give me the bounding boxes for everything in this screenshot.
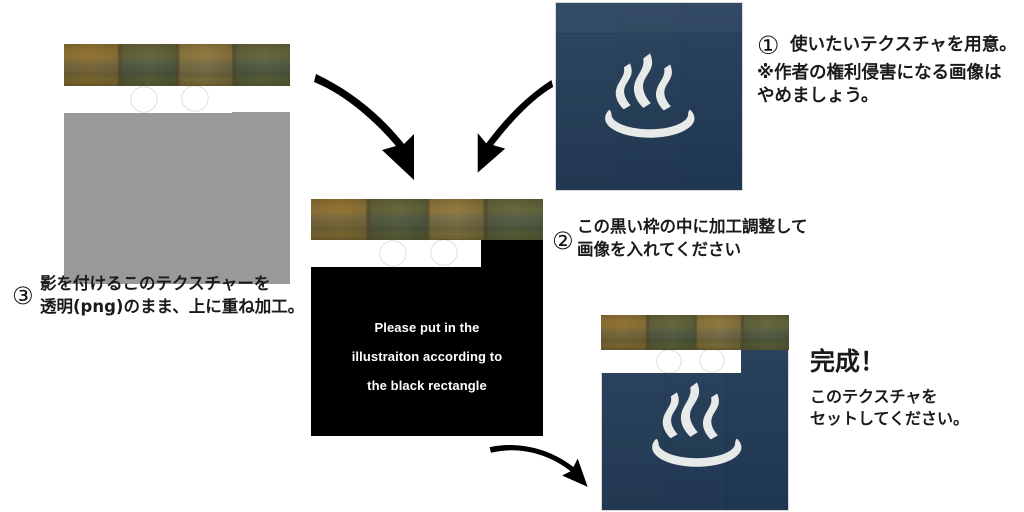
texture-bamboo-band bbox=[311, 199, 543, 240]
panel-shadow-texture bbox=[64, 44, 290, 284]
texture-bamboo-band bbox=[64, 44, 290, 86]
step1-line-2: ※作者の権利侵害になる画像は bbox=[757, 63, 1002, 83]
onsen-steam-icon bbox=[605, 53, 695, 138]
step3-line-2: 透明(png)のまま、上に重ね加工。 bbox=[40, 297, 305, 316]
texture-knot bbox=[131, 87, 157, 112]
onsen-steam-icon bbox=[652, 382, 742, 467]
instruction-line-2: illustraiton according to bbox=[351, 349, 503, 364]
arrow-composite-to-result bbox=[489, 445, 588, 487]
step2-marker: ② bbox=[552, 227, 574, 255]
texture-bamboo-band bbox=[601, 315, 789, 350]
texture-knot bbox=[182, 86, 208, 111]
texture-white-band bbox=[64, 85, 232, 113]
texture-white-band bbox=[311, 239, 481, 267]
done-heading: 完成！ bbox=[810, 347, 886, 376]
panel-finished-result bbox=[601, 315, 789, 511]
step2-line-1: この黒い枠の中に加工調整して bbox=[577, 217, 808, 236]
result-onsen-background bbox=[601, 315, 789, 511]
texture-gray-fill bbox=[64, 112, 290, 284]
step1-note: ※作者の権利侵害になる画像は やめましょう。 bbox=[757, 62, 1002, 108]
instruction-line-3: the black rectangle bbox=[367, 378, 487, 393]
step3-text: 影を付けるこのテクスチャーを 透明(png)のまま、上に重ね加工。 bbox=[40, 272, 304, 318]
arrow-onsen-to-composite bbox=[477, 80, 554, 173]
panel-onsen-source bbox=[555, 2, 743, 191]
texture-knot bbox=[431, 240, 457, 265]
instruction-line-1: Please put in the bbox=[374, 320, 480, 335]
texture-knot bbox=[380, 241, 406, 266]
done-text: このテクスチャを セットしてください。 bbox=[810, 386, 969, 430]
step1-marker: ① bbox=[757, 31, 780, 60]
texture-white-band bbox=[601, 349, 741, 373]
black-rectangle-instructions: Please put in the illustraiton according… bbox=[311, 313, 543, 400]
step3-marker: ③ bbox=[12, 282, 34, 310]
step1-line-3: やめましょう。 bbox=[757, 86, 879, 106]
texture-knot bbox=[700, 349, 724, 372]
panel-composite-work-area: Please put in the illustraiton according… bbox=[311, 199, 543, 436]
arrow-texture-to-composite bbox=[314, 74, 414, 180]
done-line-2: セットしてください。 bbox=[810, 409, 970, 428]
step3-line-1: 影を付けるこのテクスチャーを bbox=[40, 274, 271, 293]
black-rectangle-right-ear bbox=[481, 239, 543, 267]
texture-knot bbox=[657, 350, 681, 373]
done-line-1: このテクスチャを bbox=[810, 387, 938, 406]
step2-text: この黒い枠の中に加工調整して 画像を入れてください bbox=[577, 215, 808, 261]
step1-text: 使いたいテクスチャを用意。 bbox=[790, 33, 1017, 57]
step1-line-1: 使いたいテクスチャを用意。 bbox=[790, 35, 1017, 55]
black-rectangle bbox=[311, 265, 543, 436]
tile-seam-overlay bbox=[556, 3, 742, 190]
step2-line-2: 画像を入れてください bbox=[577, 240, 742, 259]
